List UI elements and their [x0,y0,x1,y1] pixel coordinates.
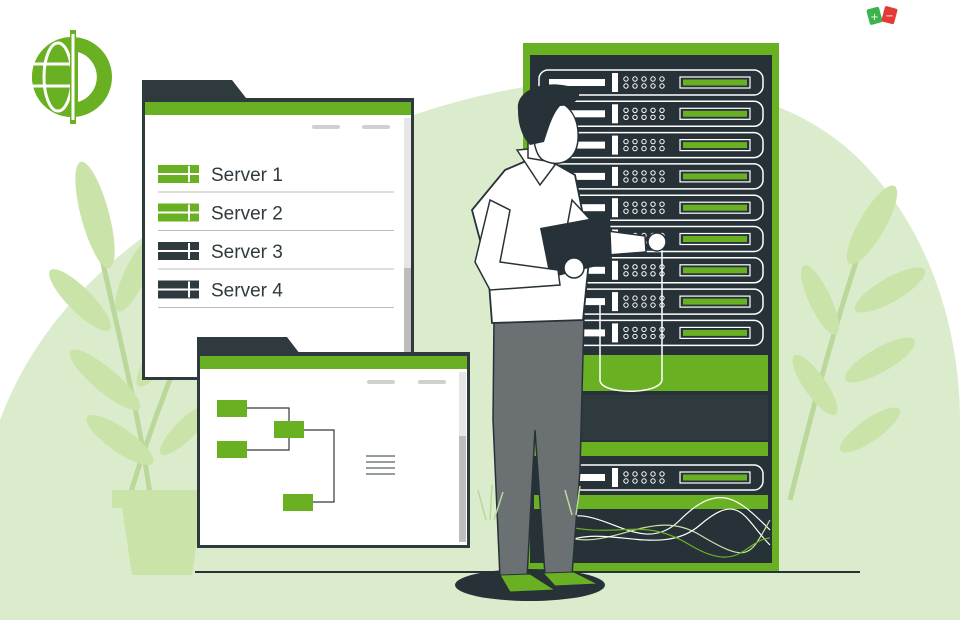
svg-text:−: − [885,11,893,22]
server-status-icon [158,280,199,299]
diagram-node [274,421,304,438]
person-technician [455,84,667,601]
rack-unit [538,100,764,128]
rack-cable-loop [599,250,663,392]
rack-unit [538,69,764,96]
diagram-node [217,441,247,458]
server-row[interactable]: Server 4 [158,280,394,308]
server-status-icon [158,242,199,260]
diagram-node [283,494,313,511]
diagram-window [197,337,470,548]
server-status-icon [158,165,199,183]
server-row[interactable]: Server 3 [158,242,394,270]
server-label: Server 1 [211,165,283,186]
server-status-icon [158,203,199,222]
globe-half-logo-icon [32,30,112,124]
diagram-node [217,400,247,417]
diagram-legend-lines [366,455,395,475]
plant-pot [112,490,212,575]
rack-cables [559,497,771,558]
right-plant [787,185,926,501]
server-row[interactable]: Server 1 [158,165,394,193]
server-label: Server 2 [211,204,283,225]
server-label: Server 4 [211,281,283,302]
grass-tufts [477,484,581,521]
server-row[interactable]: Server 2 [158,203,394,231]
server-label: Server 3 [211,242,283,263]
plus-minus-badge-icon: + − [866,6,898,25]
server-list-window: Server 1 Server 2 Server 3 Server 4 [142,80,414,380]
svg-text:+: + [870,12,878,23]
